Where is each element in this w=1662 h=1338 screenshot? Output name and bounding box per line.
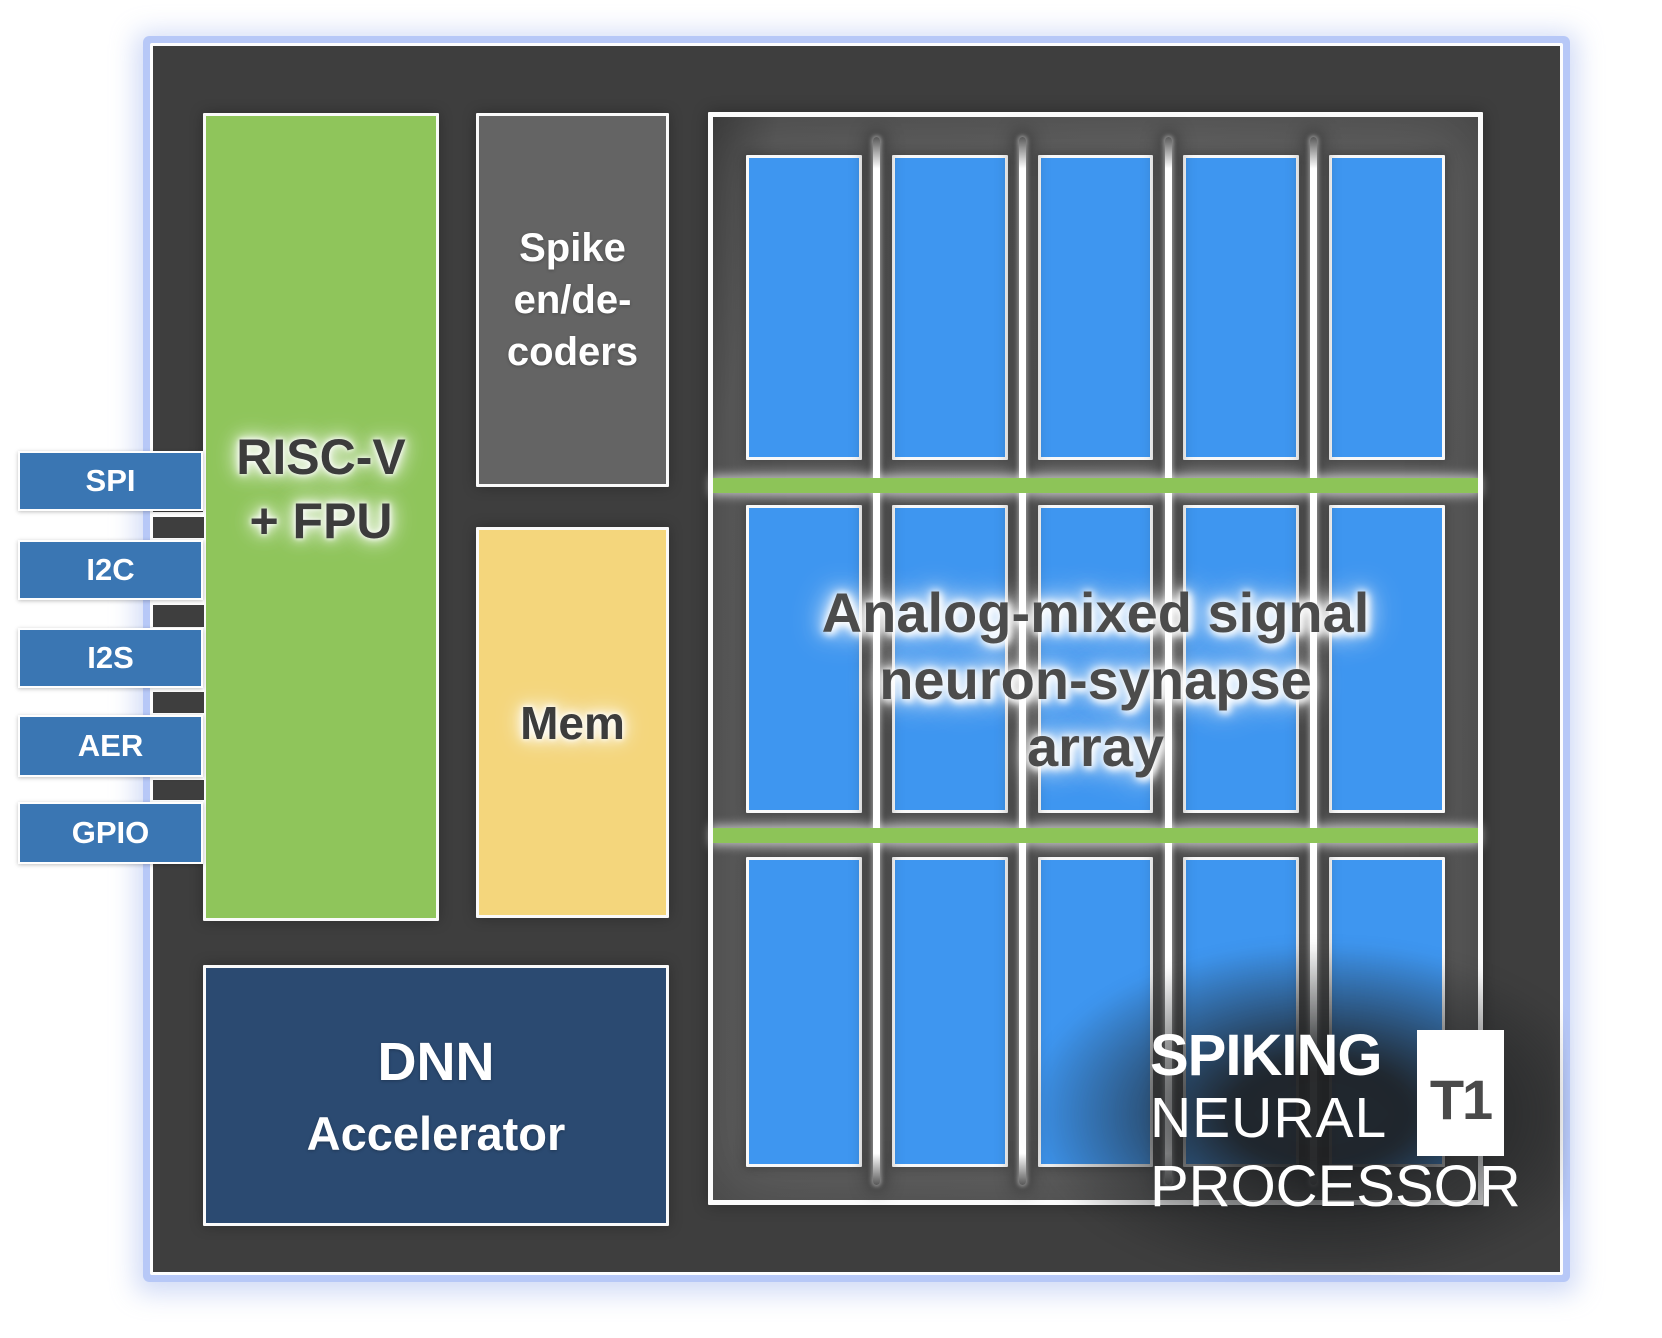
memory-label: Mem bbox=[520, 696, 625, 749]
logo-line-processor: PROCESSOR bbox=[1150, 1154, 1521, 1219]
port-tab-spi: SPI bbox=[18, 451, 203, 511]
port-i2s-label: I2S bbox=[87, 640, 134, 675]
port-wire-stub bbox=[153, 605, 204, 627]
array-row-bar bbox=[713, 828, 1478, 843]
port-wire-stub bbox=[153, 517, 204, 538]
riscv-label-line2: + FPU bbox=[249, 493, 393, 549]
block-memory: Mem bbox=[476, 527, 669, 918]
array-cell bbox=[1183, 505, 1300, 813]
array-cell bbox=[1037, 155, 1154, 460]
array-cell bbox=[1329, 155, 1445, 460]
dnn-label-line2: Accelerator bbox=[306, 1106, 566, 1160]
port-wire-stub bbox=[153, 692, 204, 713]
array-row bbox=[746, 155, 1445, 460]
logo-line-spiking: SPIKING bbox=[1150, 1023, 1383, 1088]
array-cell bbox=[891, 505, 1008, 813]
brand-logo: SPIKING NEURAL PROCESSOR T1 bbox=[1150, 1023, 1570, 1219]
dnn-label-line1: DNN bbox=[377, 1031, 495, 1092]
array-cell bbox=[891, 155, 1008, 460]
spike-label-line3: coders bbox=[506, 330, 639, 374]
port-wire-stub bbox=[153, 780, 204, 800]
block-dnn-accelerator: DNN Accelerator bbox=[203, 965, 669, 1226]
port-tab-aer: AER bbox=[18, 715, 203, 777]
array-cell bbox=[1329, 505, 1445, 813]
logo-line-neural: NEURAL bbox=[1150, 1086, 1388, 1150]
array-cell bbox=[891, 857, 1008, 1167]
array-row bbox=[746, 505, 1445, 813]
port-tab-i2c: I2C bbox=[18, 540, 203, 600]
array-column-line bbox=[873, 137, 880, 1185]
spike-label-line1: Spike bbox=[519, 226, 626, 270]
logo-t1-badge: T1 bbox=[1417, 1030, 1504, 1156]
array-column-line bbox=[1165, 137, 1172, 1185]
array-caption-line2: neuron-synapse bbox=[879, 648, 1312, 711]
port-tab-i2s: I2S bbox=[18, 628, 203, 688]
riscv-label-line1: RISC-V bbox=[236, 429, 406, 485]
array-column-line bbox=[1019, 137, 1026, 1185]
port-i2c-label: I2C bbox=[86, 552, 135, 587]
riscv-fpu-label: RISC-V + FPU bbox=[236, 425, 405, 553]
array-cell bbox=[746, 857, 862, 1167]
array-caption: Analog-mixed signal neuron-synapse array bbox=[713, 579, 1478, 780]
array-cell bbox=[1183, 155, 1300, 460]
array-cell bbox=[746, 155, 862, 460]
array-caption-line3: array bbox=[1026, 715, 1165, 778]
array-caption-line1: Analog-mixed signal bbox=[821, 581, 1370, 644]
spike-label-line2: en/de- bbox=[513, 278, 632, 322]
port-tab-gpio: GPIO bbox=[18, 802, 203, 864]
block-riscv-fpu: RISC-V + FPU bbox=[203, 113, 439, 921]
array-cell bbox=[1037, 505, 1154, 813]
array-cell bbox=[746, 505, 862, 813]
array-column-line bbox=[1310, 137, 1317, 1185]
block-spike-codecs: Spike en/de- coders bbox=[476, 113, 669, 487]
array-row-bar bbox=[713, 478, 1478, 493]
port-spi-label: SPI bbox=[85, 463, 136, 498]
port-aer-label: AER bbox=[77, 728, 144, 763]
spike-codecs-label: Spike en/de- coders bbox=[507, 222, 638, 378]
port-gpio-label: GPIO bbox=[71, 815, 150, 850]
